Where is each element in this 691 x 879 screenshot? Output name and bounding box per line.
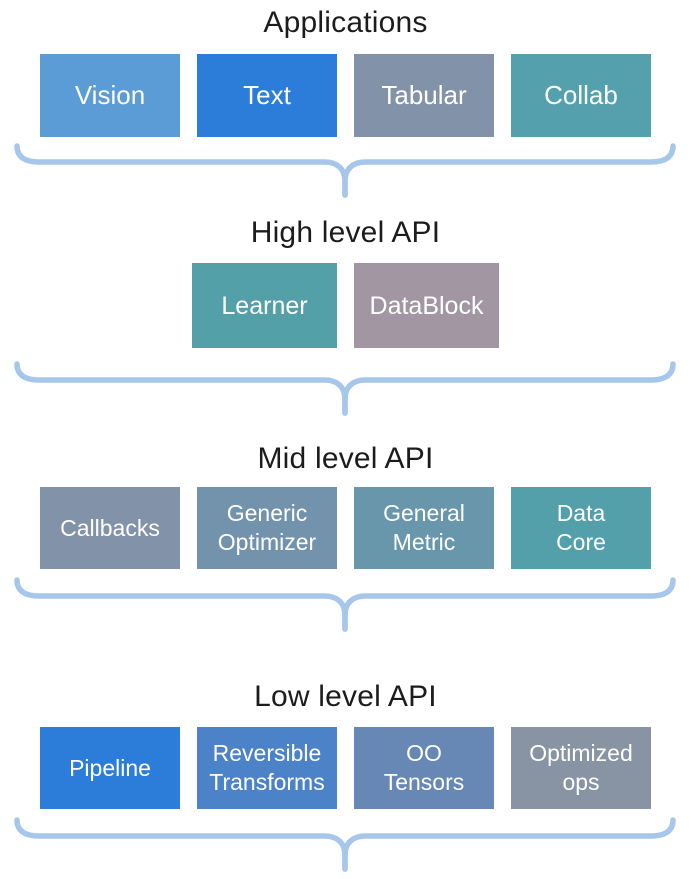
underbrace-applications: [13, 143, 677, 199]
box-text: Text: [197, 54, 337, 137]
box-optimized-ops: Optimized ops: [511, 727, 651, 809]
brace-right-half: [342, 577, 676, 632]
box-vision: Vision: [40, 54, 180, 137]
box-datablock: DataBlock: [354, 263, 499, 348]
underbrace-low-level: [13, 817, 677, 873]
box-tabular: Tabular: [354, 54, 494, 137]
brace-right-half: [342, 361, 676, 416]
high-level-box-row: Learner DataBlock: [0, 263, 691, 348]
box-data-core: Data Core: [511, 487, 651, 569]
brace-left-half: [14, 577, 348, 632]
box-oo-tensors: OO Tensors: [354, 727, 494, 809]
section-title-high-level-api: High level API: [250, 216, 441, 249]
mid-level-box-row: Callbacks Generic Optimizer General Metr…: [0, 487, 691, 569]
box-general-metric: General Metric: [354, 487, 494, 569]
box-pipeline: Pipeline: [40, 727, 180, 809]
box-collab: Collab: [511, 54, 651, 137]
box-reversible-transforms: Reversible Transforms: [197, 727, 337, 809]
applications-box-row: Vision Text Tabular Collab: [0, 54, 691, 137]
underbrace-high-level: [13, 361, 677, 417]
low-level-box-row: Pipeline Reversible Transforms OO Tensor…: [0, 727, 691, 809]
brace-right-half: [342, 817, 676, 872]
brace-left-half: [14, 817, 348, 872]
section-title-applications: Applications: [263, 6, 428, 39]
box-callbacks: Callbacks: [40, 487, 180, 569]
section-title-mid-level-api: Mid level API: [257, 442, 434, 475]
box-learner: Learner: [192, 263, 337, 348]
brace-right-half: [342, 143, 676, 198]
underbrace-mid-level: [13, 577, 677, 633]
brace-left-half: [14, 143, 348, 198]
section-title-low-level-api: Low level API: [254, 680, 437, 713]
box-generic-optimizer: Generic Optimizer: [197, 487, 337, 569]
brace-left-half: [14, 361, 348, 416]
